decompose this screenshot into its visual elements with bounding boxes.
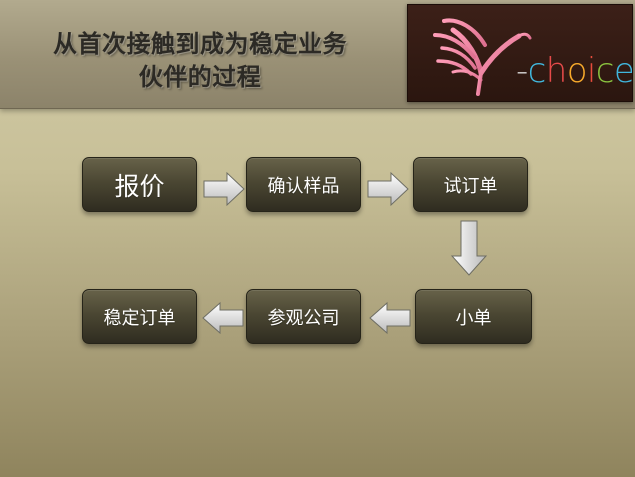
logo-letter-h: h: [545, 51, 568, 91]
arrow-left-1-icon: [369, 301, 411, 335]
step-label-quote: 报价: [114, 171, 165, 201]
arrow-right-2-icon: [367, 171, 409, 207]
ychoice-logo: -choice: [407, 4, 633, 102]
step-box-quote: 报价: [82, 157, 197, 212]
step-box-visit-company: 参观公司: [246, 289, 361, 344]
arrow-down-icon: [450, 220, 488, 276]
step-label-small-order: 小单: [455, 307, 492, 329]
phoenix-logo-icon: [433, 18, 532, 96]
arrow-left-2-icon: [202, 301, 244, 335]
logo-letter-c2: c: [595, 51, 615, 91]
title-line-2: 伙伴的过程: [138, 63, 262, 91]
step-box-trial-order: 试订单: [413, 157, 528, 212]
title-line-1: 从首次接触到成为稳定业务: [53, 30, 347, 58]
arrow-right-1-icon: [203, 171, 245, 207]
logo-letter-o: o: [566, 51, 588, 91]
step-label-confirm-sample: 确认样品: [267, 175, 340, 197]
step-box-stable-order: 稳定订单: [82, 289, 197, 344]
step-label-trial-order: 试订单: [443, 175, 498, 197]
logo-letter-e: e: [613, 51, 633, 91]
header-bar: 从首次接触到成为稳定业务 伙伴的过程: [0, 0, 635, 109]
step-box-confirm-sample: 确认样品: [246, 157, 361, 212]
logo-letter-i: i: [586, 51, 596, 91]
logo-wordmark: -choice: [516, 51, 633, 91]
step-label-stable-order: 稳定订单: [103, 307, 176, 329]
logo-dash: -: [516, 51, 528, 91]
step-label-visit-company: 参观公司: [267, 307, 340, 329]
page-title: 从首次接触到成为稳定业务 伙伴的过程: [10, 28, 390, 94]
logo-letter-c1: c: [527, 51, 547, 91]
step-box-small-order: 小单: [415, 289, 532, 344]
